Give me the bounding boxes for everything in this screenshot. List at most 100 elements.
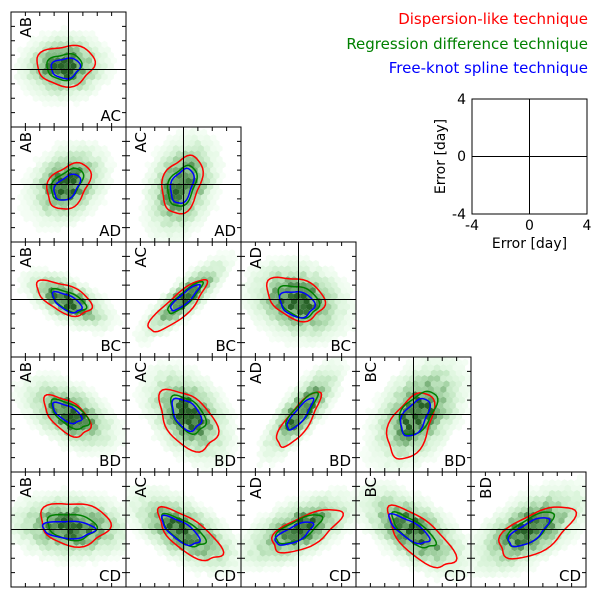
hexbin-cell: [157, 380, 164, 388]
contour-red: [40, 502, 113, 549]
hexbin-cell: [160, 490, 167, 498]
hexbin-cell: [26, 407, 33, 415]
hexbin-cell: [172, 429, 179, 437]
hexbin-cell: [17, 495, 24, 503]
hexbin-cell: [259, 538, 266, 546]
hexbin-cell: [200, 150, 208, 158]
hexbin-cell: [172, 554, 179, 562]
hexbin-cell: [402, 418, 409, 426]
hexbin-cell: [300, 375, 307, 383]
hexbin-cell: [188, 423, 195, 431]
hexbin-cell: [203, 450, 211, 458]
hexbin-cell: [499, 565, 506, 573]
hexbin-cell: [418, 456, 425, 464]
hexbin-cell: [60, 495, 68, 503]
hexbin-cell: [172, 500, 179, 508]
hexbin-cell: [138, 204, 145, 212]
hexbin-cell: [73, 391, 80, 399]
hexbin-cell: [365, 500, 372, 508]
hexbin-cell: [42, 150, 49, 158]
hexbin-cell: [147, 511, 155, 519]
hexbin-cell: [98, 434, 105, 442]
hexbin-cell: [371, 439, 378, 447]
hexbin-cell: [42, 204, 49, 212]
hexbin-cell: [421, 511, 428, 519]
hexbin-cell: [42, 226, 49, 234]
hexbin-cell: [492, 544, 500, 552]
hexbin-cell: [147, 166, 155, 174]
hexbin-cell: [45, 314, 52, 322]
hexbin-cell: [250, 533, 257, 541]
hexbin-cell: [23, 538, 30, 546]
hexbin-cell: [194, 150, 201, 158]
hexbin-cell: [54, 215, 61, 223]
hexbin-cell: [244, 533, 251, 541]
hexbin-cell: [262, 324, 270, 332]
hexbin-cell: [95, 500, 102, 508]
hexbin-cell: [20, 407, 27, 415]
hexbin-cell: [278, 319, 285, 327]
hexbin-cell: [433, 375, 441, 383]
hexbin-cell: [144, 215, 151, 223]
hexbin-cell: [23, 57, 30, 65]
hexbin-cell: [225, 549, 232, 557]
hexbin-cell: [365, 450, 372, 458]
hexbin-cell: [440, 396, 447, 404]
hexbin-cell: [210, 396, 217, 404]
hexbin-cell: [232, 538, 239, 546]
hexbin-cell: [219, 538, 226, 546]
hexbin-cell: [421, 533, 428, 541]
hexbin-cell: [533, 484, 540, 492]
hexbin-cell: [424, 369, 431, 377]
hexbin-cell: [244, 281, 251, 289]
hexbin-cell: [70, 177, 77, 185]
panel-xlabel: BC: [215, 337, 236, 355]
hexbin-cell: [377, 461, 385, 469]
contour-green: [46, 52, 83, 82]
hexbin-cell: [98, 319, 105, 327]
hexbin-cell: [188, 215, 195, 223]
hexbin-cell: [278, 434, 285, 442]
hexbin-cell: [35, 380, 43, 388]
hexbin-cell: [101, 73, 108, 81]
hexbin-cell: [552, 549, 559, 557]
hexbin-cell: [45, 30, 52, 38]
hexbin-cell: [14, 522, 21, 530]
hexbin-cell: [60, 423, 68, 431]
hexbin-cell: [207, 517, 214, 525]
panel-xlabel: AD: [99, 222, 121, 240]
ref-xtick-left: -4: [465, 218, 479, 234]
hexbin-cell: [39, 281, 46, 289]
hexbin-cell: [396, 544, 403, 552]
hexbin-cell: [468, 391, 471, 399]
hexbin-cell: [446, 357, 453, 361]
hexbin-cell: [88, 188, 96, 196]
hexbin-cell: [203, 199, 211, 207]
hexbin-cell: [262, 260, 270, 268]
hexbin-cell: [430, 517, 438, 525]
hexbin-cell: [154, 314, 161, 322]
hexbin-cell: [144, 172, 151, 180]
hexbin-cell: [380, 484, 388, 492]
hexbin-cell: [396, 439, 403, 447]
hexbin-cell: [26, 177, 33, 185]
hexbin-cell: [175, 276, 183, 284]
hexbin-cell: [374, 434, 381, 442]
hexbin-cell: [35, 495, 43, 503]
hexbin-cell: [207, 560, 214, 568]
hexbin-cell: [160, 145, 167, 153]
hexbin-cell: [20, 533, 27, 541]
hexbin-cell: [57, 490, 64, 498]
hexbin-cell: [141, 314, 148, 322]
hexbin-cell: [281, 500, 288, 508]
contour-red: [158, 388, 220, 453]
hexbin-cell: [577, 495, 584, 503]
hexbin-cell: [232, 560, 239, 568]
hexbin-cell: [163, 434, 170, 442]
hexbin-cell: [430, 445, 438, 453]
hexbin-cell: [374, 423, 381, 431]
hexbin-cell: [440, 375, 447, 383]
hexbin-cell: [157, 172, 164, 180]
hexbin-cell: [340, 495, 347, 503]
hexbin-cell: [312, 364, 319, 372]
